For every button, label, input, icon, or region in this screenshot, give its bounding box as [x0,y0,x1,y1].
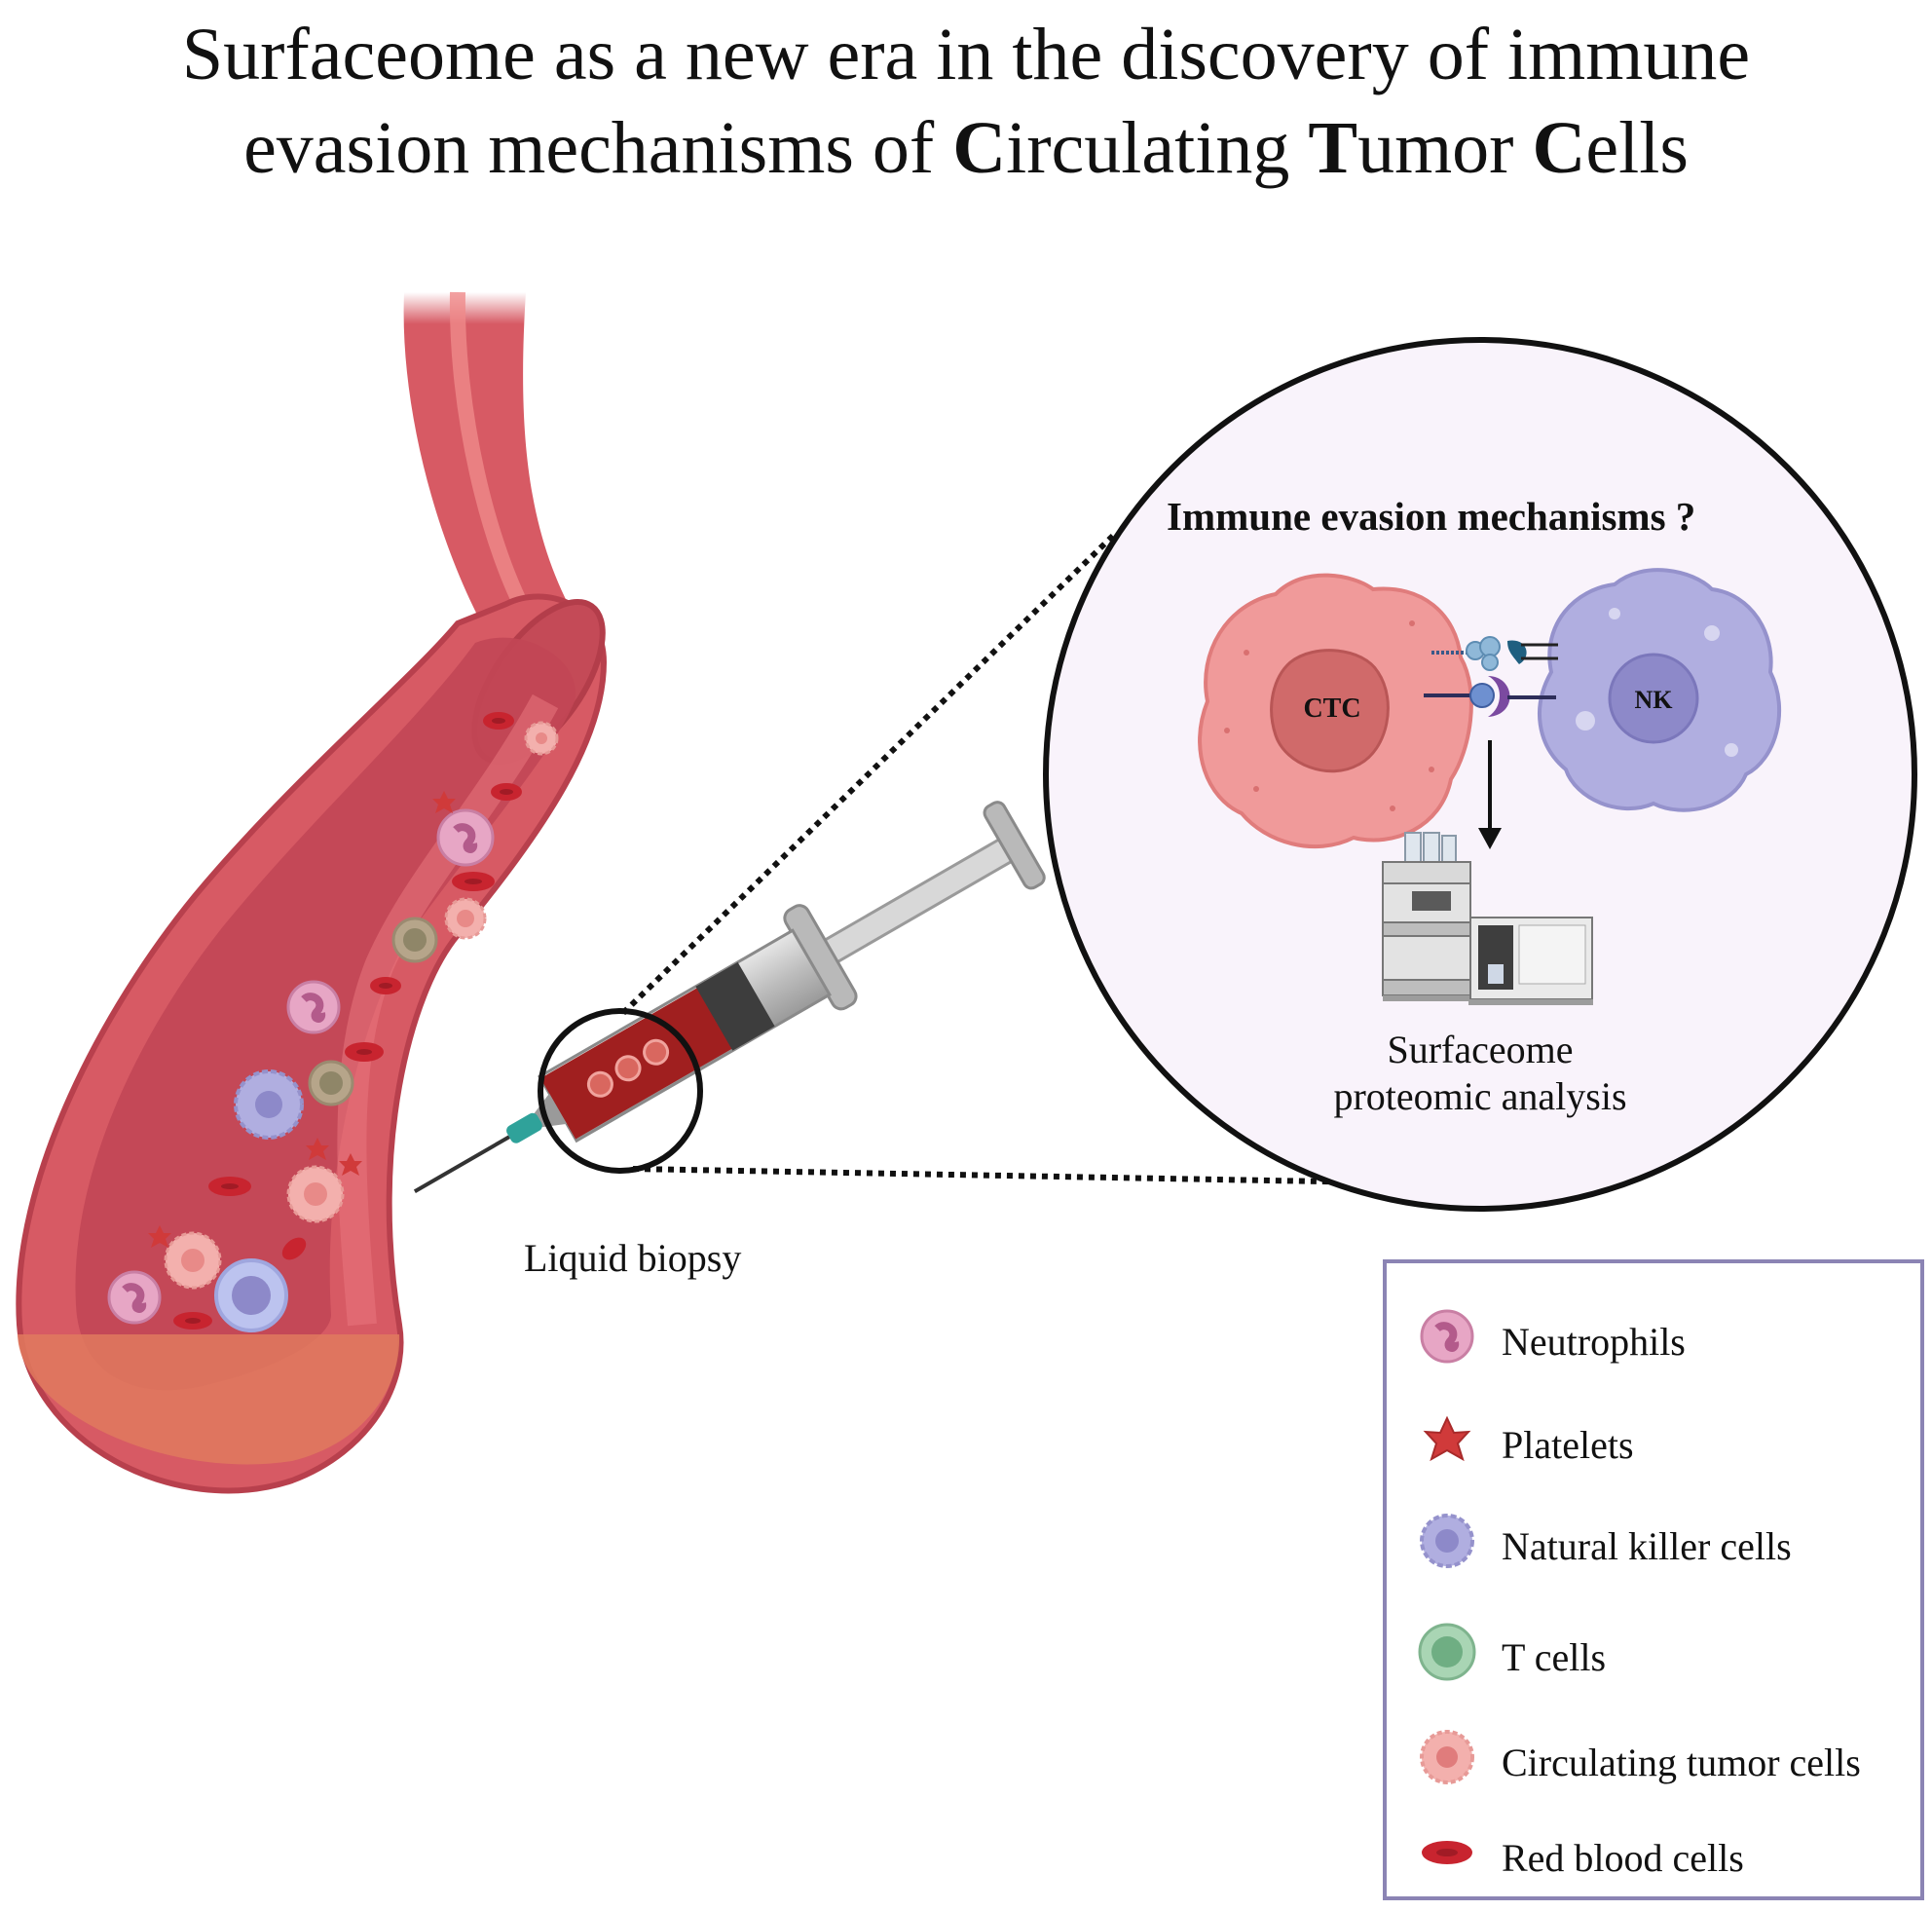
syringe-hub [506,1112,542,1143]
legend-label: Circulating tumor cells [1502,1741,1861,1784]
platelet [306,1138,329,1160]
red-blood-cell [345,1042,384,1062]
nk-cell [214,1258,288,1332]
nk-label: NK [1635,686,1674,714]
red-blood-cell [281,1237,307,1260]
zoom-line-lower [632,1166,1430,1186]
legend-item-neutrophils: Neutrophils [1387,1306,1920,1374]
syringe-plunger-rod [811,832,1022,971]
proteomic-analysis-label: Surfaceome proteomic analysis [1305,1027,1655,1120]
t-cell [391,917,438,963]
magnifier-circle [538,1008,703,1174]
red-blood-cell [173,1312,212,1330]
rbc-icon [1422,1841,1472,1864]
vessel-highlight [449,291,538,627]
title-line-2: evasion mechanisms of Circulating Tumor … [243,107,1689,189]
ctc-icon [1420,1730,1474,1784]
neutrophil-icon [1420,1309,1474,1364]
zoom-circle [1043,337,1917,1212]
neutrophil [107,1270,162,1325]
ctc [164,1231,222,1290]
syringe-needle [413,1135,510,1193]
red-blood-cell [483,712,514,730]
legend-item-ctcs: Circulating tumor cells [1387,1727,1920,1795]
down-arrow [1478,740,1502,849]
mass-spectrometer-icon [1382,832,1593,1005]
legend-label: Red blood cells [1502,1836,1744,1880]
syringe-ctc [643,1038,670,1066]
ctc [444,897,487,940]
title-line-1: Surfaceome as a new era in the discovery… [181,14,1751,95]
nk-cell [234,1069,304,1140]
syringe-ctc [586,1070,613,1098]
nk-cell-icon [1420,1514,1474,1568]
zoom-title: Immune evasion mechanisms ? [1167,494,1696,539]
syringe [413,801,1046,1193]
legend-item-rbcs: Red blood cells [1387,1822,1920,1891]
legend: Neutrophils Platelets Natural killer cel… [1383,1259,1924,1900]
legend-label: Neutrophils [1502,1320,1686,1364]
platelet [148,1225,171,1248]
legend-item-platelets: Platelets [1387,1409,1920,1478]
red-blood-cell [452,872,495,891]
figure-title: Surfaceome as a new era in the discovery… [0,8,1932,195]
t-cell-icon [1418,1623,1476,1681]
analysis-line-1: Surfaceome [1387,1028,1574,1071]
liquid-biopsy-label: Liquid biopsy [524,1236,742,1280]
syringe-blood [540,981,745,1140]
ctc-label: CTC [1303,693,1360,724]
syringe-nozzle [534,1093,568,1128]
syringe-plunger-tip [695,961,775,1051]
legend-label: T cells [1502,1635,1607,1679]
neutrophil [436,808,495,867]
blood-vessel [16,291,608,1494]
t-cell [308,1060,354,1106]
red-blood-cell [370,977,401,994]
receptor-ligand-interaction [1424,636,1558,717]
vessel-inner-stripe [337,693,559,1327]
red-blood-cell [208,1177,251,1196]
legend-label: Platelets [1502,1423,1634,1467]
vessel-cells [107,712,559,1332]
syringe-ctc [614,1055,642,1082]
legend-icons [1418,1309,1476,1864]
platelet [339,1153,362,1176]
legend-label: Natural killer cells [1502,1524,1792,1568]
red-blood-cell [491,783,522,801]
ctc [524,721,559,756]
platelet-icon [1423,1415,1471,1462]
analysis-line-2: proteomic analysis [1333,1074,1627,1118]
nk-cell-large [1538,568,1782,812]
syringe-thumb-rest [983,801,1046,890]
vessel-cut-edge [18,1334,400,1465]
platelet [432,791,456,813]
legend-item-t-cells: T cells [1387,1622,1920,1690]
ctc-large [1198,573,1473,849]
zoom-line-upper [620,531,1118,1016]
vessel-tube-upper [403,292,590,692]
legend-item-nk-cells: Natural killer cells [1387,1511,1920,1579]
ctc [286,1165,345,1223]
neutrophil [286,980,341,1034]
